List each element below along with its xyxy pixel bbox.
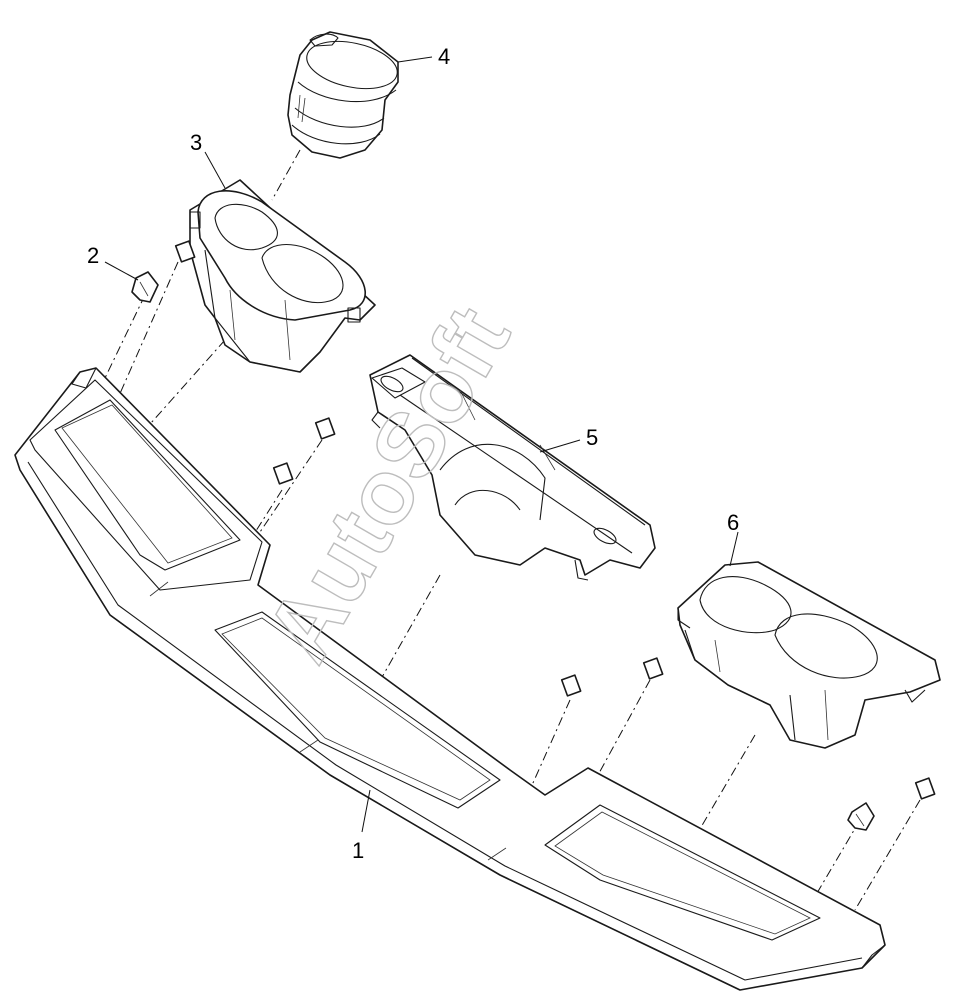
callout-2: 2 (87, 243, 99, 268)
callout-1: 1 (352, 838, 364, 863)
callout-6: 6 (727, 510, 739, 535)
part-4-cup-insert (287, 31, 399, 159)
callout-4: 4 (438, 44, 450, 69)
part-3-cup-holder-left (189, 179, 376, 373)
part-2-clip-right (847, 802, 875, 831)
retainer-clips (174, 240, 936, 800)
callout-leaders (104, 56, 739, 833)
callout-5: 5 (586, 425, 598, 450)
part-2-clip-left (131, 271, 159, 303)
part-6-cup-holder-right (677, 561, 941, 749)
part-5-center-bracket (369, 354, 656, 581)
part-1-console-tray (14, 367, 886, 991)
callout-3: 3 (190, 130, 202, 155)
